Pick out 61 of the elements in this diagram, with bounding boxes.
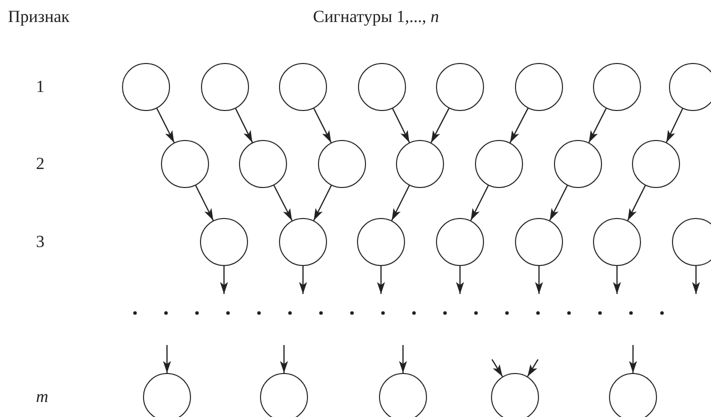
circle-node bbox=[161, 140, 209, 188]
arrow bbox=[456, 266, 464, 294]
circle-node bbox=[396, 140, 444, 188]
circle-node bbox=[554, 140, 602, 188]
column-heading: Признак bbox=[8, 8, 70, 25]
circle-node bbox=[379, 373, 427, 417]
circle-node bbox=[358, 63, 406, 111]
circle-node bbox=[200, 218, 248, 266]
arrow bbox=[377, 266, 385, 294]
arrow bbox=[391, 185, 410, 221]
arrow bbox=[220, 266, 228, 294]
circle-node bbox=[436, 218, 484, 266]
circle-node bbox=[436, 63, 484, 111]
arrow bbox=[588, 108, 607, 143]
arrow bbox=[235, 108, 253, 143]
circle-node bbox=[260, 373, 308, 417]
arrow bbox=[470, 185, 489, 221]
arrow bbox=[666, 108, 684, 143]
arrow bbox=[535, 266, 543, 294]
arrow bbox=[430, 108, 450, 143]
arrow bbox=[280, 345, 288, 373]
arrow bbox=[313, 185, 332, 221]
arrow bbox=[313, 108, 332, 143]
circle-node bbox=[122, 63, 170, 111]
circle-node bbox=[515, 218, 563, 266]
arrow bbox=[549, 185, 568, 221]
arrow bbox=[692, 266, 700, 294]
arrow bbox=[392, 108, 410, 143]
circle-node bbox=[357, 218, 405, 266]
arrow bbox=[163, 345, 171, 373]
arrow bbox=[273, 185, 293, 221]
arrow bbox=[156, 108, 175, 143]
circle-node bbox=[593, 218, 641, 266]
circle-node bbox=[475, 140, 523, 188]
row-number: 3 bbox=[36, 233, 44, 250]
circle-node bbox=[672, 218, 711, 266]
circle-node bbox=[515, 63, 563, 111]
circle-node bbox=[279, 218, 327, 266]
circle-node bbox=[669, 63, 711, 111]
circle-node bbox=[318, 140, 366, 188]
title: Сигнатуры 1,..., n bbox=[313, 8, 439, 25]
circle-node bbox=[632, 140, 680, 188]
circle-node bbox=[143, 373, 191, 417]
circle-node bbox=[609, 373, 657, 417]
arrow bbox=[627, 185, 646, 221]
arrow bbox=[399, 345, 407, 373]
arrow bbox=[629, 345, 637, 373]
row-number: m bbox=[36, 388, 48, 405]
circle-node bbox=[239, 140, 287, 188]
arrow bbox=[491, 359, 503, 377]
arrow bbox=[195, 185, 214, 221]
row-number: 2 bbox=[36, 155, 44, 172]
arrow bbox=[299, 266, 307, 294]
circle-node bbox=[201, 63, 249, 111]
circle-node bbox=[593, 63, 641, 111]
arrow bbox=[527, 359, 539, 377]
arrow bbox=[510, 108, 528, 143]
circle-node bbox=[491, 373, 539, 417]
arrow bbox=[613, 266, 621, 294]
row-number: 1 bbox=[36, 78, 44, 95]
circle-node bbox=[279, 63, 327, 111]
